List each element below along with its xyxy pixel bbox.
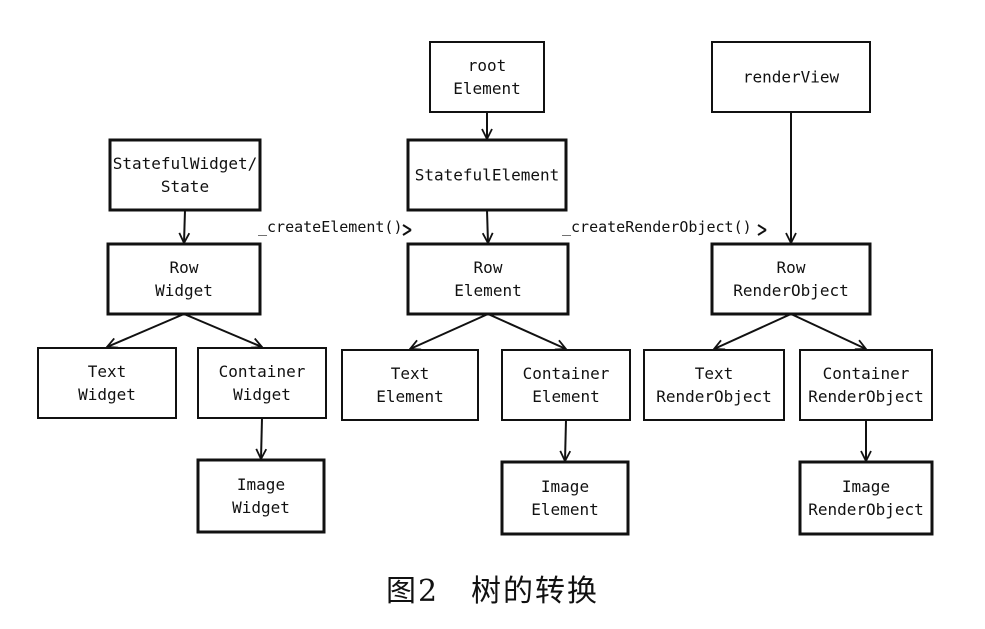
render-view-box (711, 41, 871, 113)
image-widget-label-line-2: Widget (232, 498, 290, 517)
row-element-box (406, 242, 570, 316)
image-widget-box (196, 458, 326, 534)
render-view-label-line-1: renderView (743, 68, 840, 87)
edges (107, 112, 866, 461)
row-render-object-box (710, 242, 872, 316)
container-render-object-label-line-1: Container (823, 364, 910, 383)
image-element-box (500, 460, 630, 536)
create-element-arrow-icon (402, 224, 412, 236)
row-render-object-label-line-1: Row (777, 258, 806, 277)
row-element-label-line-1: Row (474, 258, 503, 277)
text-render-object-label-line-2: RenderObject (656, 387, 772, 406)
container-element-label-line-2: Element (532, 387, 599, 406)
stateful-widget-label-line-1: StatefulWidget/ (113, 154, 258, 173)
edge-row-widget-to-text-widget (107, 313, 185, 347)
edge-row-element-to-text-element (410, 313, 489, 349)
create-render-object-label: _createRenderObject() (562, 218, 752, 236)
edge-row-render-object-to-text-render-object (714, 313, 792, 349)
root-element-label-line-1: root (468, 56, 507, 75)
container-widget-label-line-1: Container (219, 362, 306, 381)
container-render-object-box (799, 349, 933, 421)
stateful-element-node: StatefulElement (406, 138, 568, 212)
image-render-object-label-line-1: Image (842, 477, 890, 496)
root-element-label-line-2: Element (453, 79, 520, 98)
stateful-widget-label-line-2: State (161, 177, 209, 196)
row-widget-box (106, 242, 262, 316)
image-render-object-label-line-2: RenderObject (808, 500, 924, 519)
stateful-widget-box (108, 138, 262, 212)
edge-container-widget-to-image-widget (261, 417, 262, 459)
stateful-widget-node: StatefulWidget/State (108, 138, 262, 212)
row-widget-label-line-2: Widget (155, 281, 213, 300)
edge-row-element-to-container-element (487, 313, 566, 349)
image-render-object-box (798, 460, 934, 536)
row-render-object-label-line-2: RenderObject (733, 281, 849, 300)
text-widget-label-line-2: Widget (78, 385, 136, 404)
container-widget-label-line-2: Widget (233, 385, 291, 404)
method-labels: _createElement() _createRenderObject() (258, 218, 767, 236)
text-element-label-line-1: Text (391, 364, 430, 383)
text-widget-label-line-1: Text (88, 362, 127, 381)
image-element-label-line-2: Element (531, 500, 598, 519)
edge-stateful-widget-to-row-widget (184, 209, 185, 243)
container-render-object-label-line-2: RenderObject (808, 387, 924, 406)
image-widget-label-line-1: Image (237, 475, 285, 494)
create-render-object-arrow-icon (757, 224, 767, 236)
figure-caption: 图2 树的转换 (385, 574, 600, 609)
nodes: StatefulWidget/StateRowWidgetTextWidgetC… (37, 41, 934, 536)
container-widget-box (197, 347, 327, 419)
edge-container-element-to-image-element (565, 419, 566, 461)
text-render-object-box (643, 349, 785, 421)
image-element-label-line-1: Image (541, 477, 589, 496)
text-element-label-line-2: Element (376, 387, 443, 406)
edge-stateful-element-to-row-element (487, 209, 488, 243)
container-element-label-line-1: Container (523, 364, 610, 383)
row-widget-label-line-1: Row (170, 258, 199, 277)
text-element-box (341, 349, 479, 421)
container-element-box (501, 349, 631, 421)
edge-row-widget-to-container-widget (183, 313, 262, 347)
stateful-element-box (406, 138, 568, 212)
edge-row-render-object-to-container-render-object (790, 313, 866, 349)
stateful-element-label-line-1: StatefulElement (415, 166, 560, 185)
text-widget-box (37, 347, 177, 419)
render-view-node: renderView (711, 41, 871, 113)
text-render-object-label-line-1: Text (695, 364, 734, 383)
create-element-label: _createElement() (258, 218, 403, 236)
root-element-box (429, 41, 545, 113)
row-element-label-line-2: Element (454, 281, 521, 300)
